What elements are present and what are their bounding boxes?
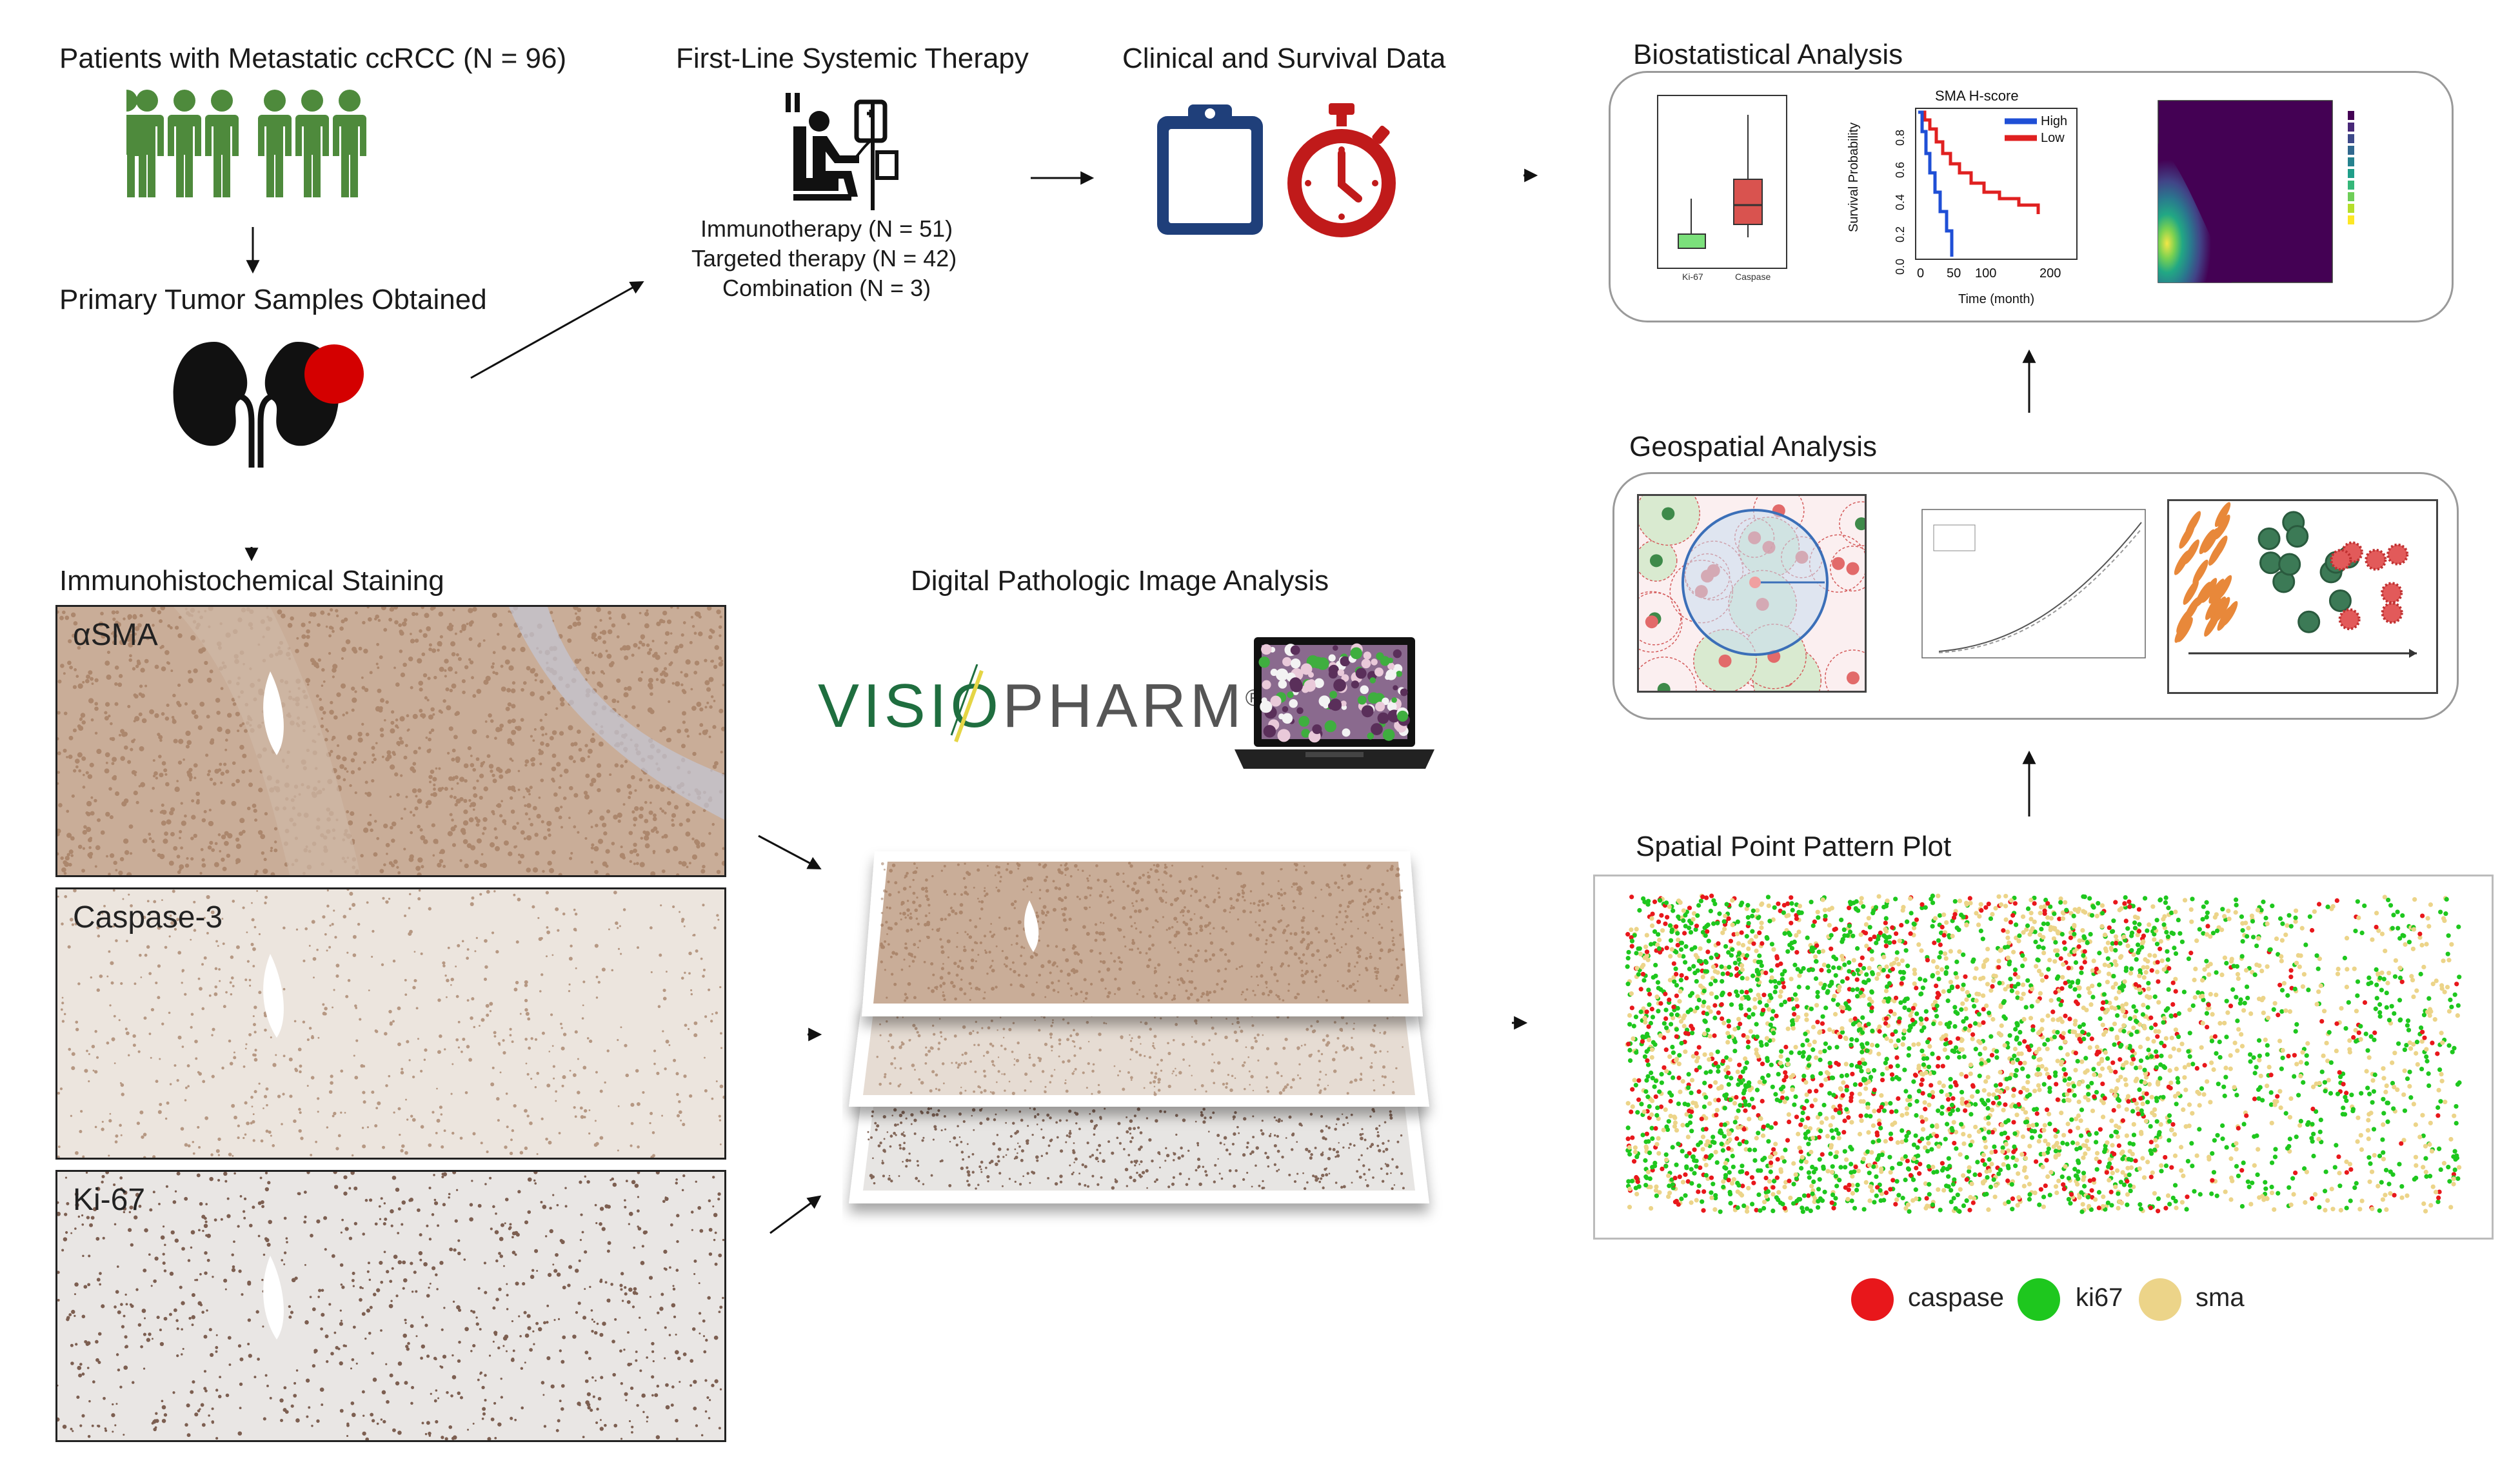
clipboard-icon [1157,104,1263,235]
spatial-label: Spatial Point Pattern Plot [1636,831,1952,862]
tissue-ki67-image [57,1172,724,1440]
survival-title: SMA H-score [1935,88,2019,104]
infusion-therapy-icon [786,93,898,210]
digital-label: Digital Pathologic Image Analysis [911,565,1329,597]
spatial-plot-frame [1593,875,2494,1240]
box-ki67 [1678,233,1706,249]
boxplot-cat-caspase: Caspase [1735,272,1771,282]
xtick-3: 200 [2039,266,2061,281]
stain-box-caspase: Caspase-3 [55,887,726,1160]
boxplot-chart: Ki-67 Caspase [1657,95,1787,282]
survival-xlabel: Time (month) [1958,292,2034,306]
legend-dot-caspase [1851,1278,1894,1321]
tissue-sma-image [57,607,724,875]
legend-dot-sma [2139,1278,2181,1321]
legend-label-caspase: caspase [1908,1283,2004,1312]
stain-label-caspase: Caspase-3 [73,900,223,935]
xtick-2: 100 [1975,266,1996,281]
legend-dot-ki67 [2018,1278,2060,1321]
ytick-3: 0.6 [1894,162,1907,178]
ytick-2: 0.4 [1894,194,1907,210]
tissue-caspase-image [57,889,724,1158]
biostat-label: Biostatistical Analysis [1633,39,1903,70]
ytick-0: 0.0 [1894,259,1907,275]
stain-box-sma: αSMA [55,605,726,877]
k-function-chart [1921,509,2146,658]
patients-label: Patients with Metastatic ccRCC (N = 96) [59,43,567,74]
xtick-1: 50 [1947,266,1961,281]
legend-high: High [2041,114,2067,128]
kidney-icon [173,342,364,468]
survival-chart: SMA H-score Survival Probability 0.0 0.2… [1847,88,2078,306]
density-heatmap [2158,100,2354,283]
celltype-image [2167,499,2438,694]
logo-o-mark: O [950,664,1002,743]
therapy-line-combination: Combination (N = 3) [722,275,931,301]
legend-label-ki67: ki67 [2076,1283,2123,1312]
patients-people-icon [126,90,366,197]
geospatial-label: Geospatial Analysis [1629,431,1877,462]
samples-label: Primary Tumor Samples Obtained [59,284,487,315]
xtick-0: 0 [1917,266,1924,281]
legend-label-sma: sma [2196,1283,2245,1312]
survival-yticks: 0.0 0.2 0.4 0.6 0.8 [1894,130,1907,275]
ytick-1: 0.2 [1894,226,1907,242]
boxplot-cat-ki67: Ki-67 [1682,272,1703,282]
spatial-point-pattern [1625,893,2462,1214]
survival-curve-high [1918,110,1954,257]
brand-left: VISI [818,671,951,740]
clinical-label: Clinical and Survival Data [1122,43,1446,74]
survival-ylabel: Survival Probability [1847,123,1861,232]
therapy-line-targeted: Targeted therapy (N = 42) [691,245,957,272]
stain-label-ki67: Ki-67 [73,1183,146,1217]
stopwatch-icon [1287,103,1396,237]
box-caspase [1733,179,1763,225]
survival-curve-low [1918,110,2040,214]
laptop-icon [1235,637,1434,769]
therapy-label: First-Line Systemic Therapy [676,43,1029,74]
ihc-label: Immunohistochemical Staining [59,565,444,597]
neighborhood-image [1637,494,1867,693]
therapy-line-immuno: Immunotherapy (N = 51) [700,215,953,242]
stain-box-ki67: Ki-67 [55,1170,726,1442]
stacked-slides [849,851,1429,1203]
stain-label-sma: αSMA [73,618,158,652]
ytick-4: 0.8 [1894,130,1907,146]
density-legend-swatches [2348,111,2354,224]
legend-low: Low [2041,131,2065,145]
brand-right: PHARM [1002,671,1245,740]
